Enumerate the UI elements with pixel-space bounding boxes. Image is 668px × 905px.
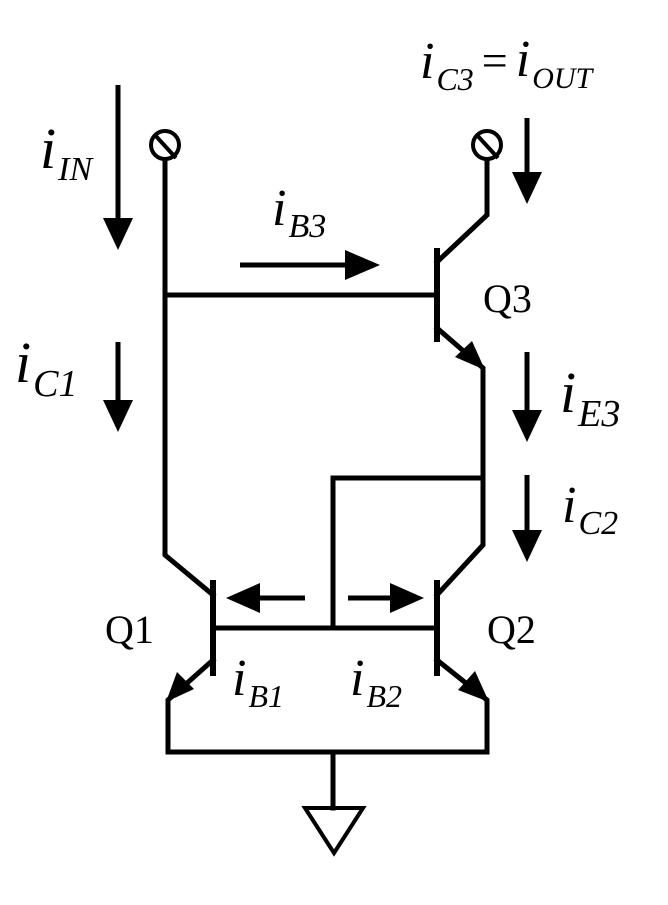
- label-i-c1: iC1: [15, 330, 77, 405]
- q2-emitter-arrow-icon: [458, 671, 489, 702]
- arrow-i-b1-icon: [226, 583, 305, 613]
- wire-diode-connection: [330, 475, 486, 631]
- output-terminal-icon: [471, 129, 503, 161]
- label-q1: Q1: [105, 607, 154, 652]
- label-q2: Q2: [487, 607, 536, 652]
- arrow-i-b2-icon: [348, 583, 424, 613]
- arrow-i-out-icon: [512, 118, 542, 204]
- label-i-b3: iB3: [272, 180, 326, 245]
- ground-icon: [301, 806, 367, 857]
- circuit-wires: [162, 157, 490, 811]
- label-i-c2: iC2: [562, 477, 618, 542]
- wire-input-to-q1-collector: [162, 157, 217, 599]
- label-i-b2: iB2: [350, 650, 402, 714]
- arrow-i-b3-icon: [240, 250, 380, 280]
- label-i-c3-eq-i-out: iC3=iOUT: [420, 31, 595, 97]
- wire-q2-emitter: [330, 656, 490, 755]
- arrow-i-e3-icon: [512, 352, 542, 442]
- arrow-i-c2-icon: [512, 475, 542, 562]
- wire-q1-emitter: [165, 656, 336, 755]
- label-i-in: iIN: [40, 116, 94, 188]
- label-q3: Q3: [483, 276, 532, 321]
- q3-emitter-arrow-icon: [455, 341, 485, 370]
- arrow-i-in-icon: [103, 85, 133, 250]
- label-i-e3: iE3: [560, 360, 620, 435]
- wire-q3-emitter: [433, 324, 486, 599]
- q1-emitter-arrow-icon: [166, 672, 194, 702]
- label-i-b1: iB1: [232, 650, 284, 714]
- wire-output-to-q3-collector: [433, 157, 490, 266]
- input-terminal-icon: [149, 129, 181, 161]
- arrow-i-c1-icon: [103, 342, 133, 432]
